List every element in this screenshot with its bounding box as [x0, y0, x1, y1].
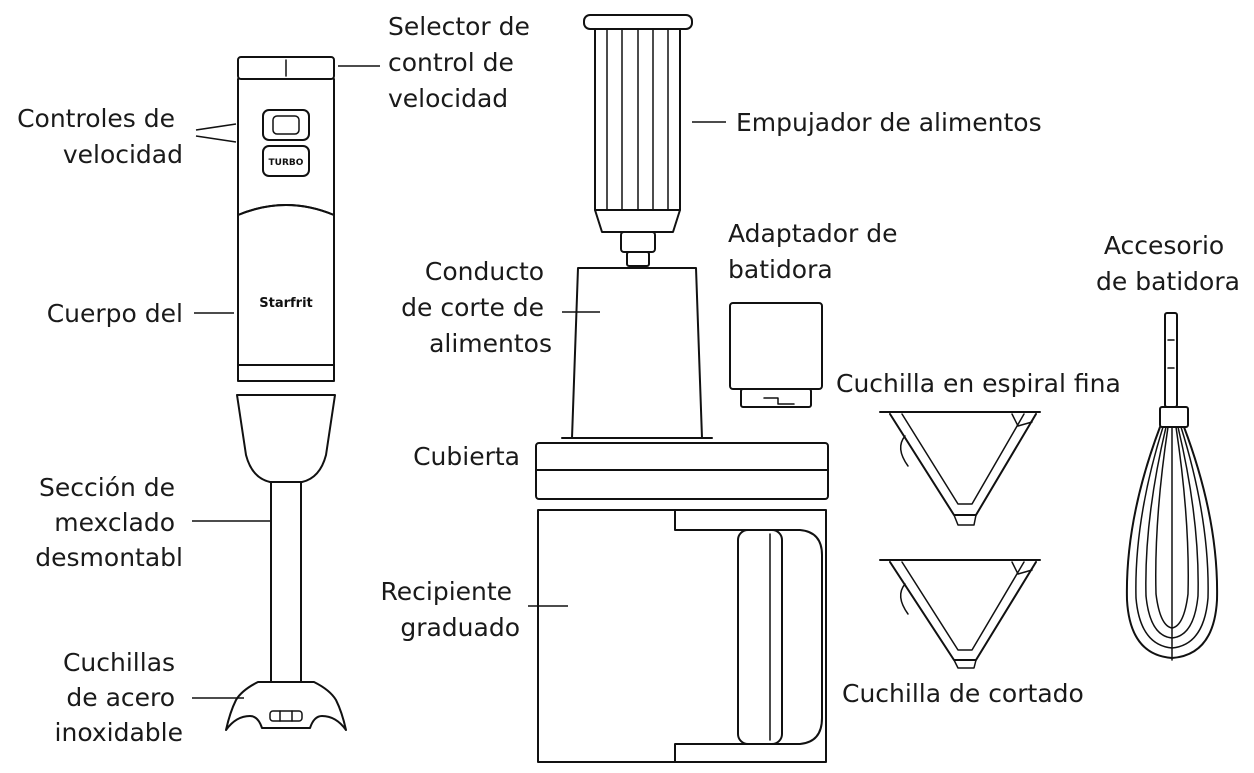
label-container: Recipiente graduado [381, 577, 521, 642]
body-bottom-ring [237, 364, 335, 382]
label-whisk: Accesorio de batidora [1096, 231, 1240, 296]
mixing-shaft [270, 481, 302, 683]
graduated-container [537, 509, 827, 763]
food-pusher [583, 14, 693, 267]
label-food-pusher: Empujador de alimentos [736, 108, 1042, 137]
whisk [1125, 312, 1219, 661]
label-blades: Cuchillas de acero inoxidable [55, 648, 183, 747]
food-chute [561, 267, 713, 439]
label-mixing-section: Sección de mexclado desmontabl [35, 473, 183, 572]
leader-lines [192, 65, 726, 699]
label-fine-spiral-blade: Cuchilla en espiral fina [836, 369, 1121, 398]
label-cover: Cubierta [413, 442, 520, 471]
turbo-button-label: TURBO [269, 158, 304, 168]
speed-selector-cap [237, 56, 335, 80]
cover [535, 442, 829, 500]
hand-blender: TURBO Starfrit [225, 56, 347, 731]
whisk-adapter [729, 302, 823, 408]
label-cutting-blade: Cuchilla de cortado [842, 679, 1084, 708]
label-speed-selector: Selector de control de velocidad [388, 12, 538, 113]
speed-button-1 [262, 109, 310, 141]
cutting-blade [879, 559, 1041, 669]
fine-spiral-blade [879, 411, 1041, 526]
label-body: Cuerpo del [47, 299, 183, 328]
blender-body [237, 204, 335, 366]
mixing-section-top [236, 394, 336, 483]
brand-logo: Starfrit [259, 296, 313, 311]
speed-button-turbo [262, 145, 310, 177]
label-food-chute: Conducto de corte de alimentos [401, 257, 552, 358]
blade-guard [225, 681, 347, 731]
label-speed-controls: Controles de velocidad [17, 104, 183, 169]
label-whisk-adapter: Adaptador de batidora [728, 219, 905, 284]
